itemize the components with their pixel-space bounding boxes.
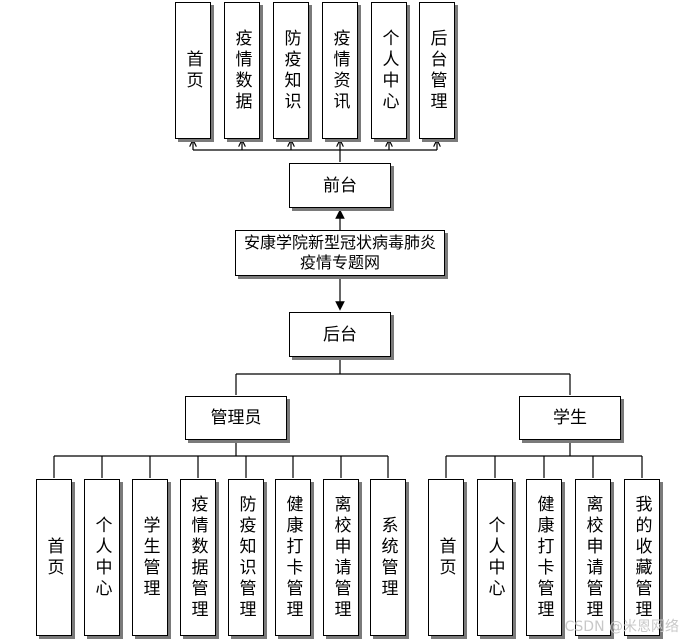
student-item-5: 我的收藏管理 — [624, 479, 660, 636]
admin-item-1: 首页 — [36, 479, 72, 636]
center-title-box: 安康学院新型冠状病毒肺炎疫情专题网 — [235, 230, 445, 276]
admin-item-4: 疫情数据管理 — [180, 479, 216, 636]
admin-item-3: 学生管理 — [132, 479, 168, 636]
student-item-1: 首页 — [428, 479, 464, 636]
student-item-3: 健康打卡管理 — [526, 479, 562, 636]
watermark: CSDN @米恩网络 — [564, 619, 679, 635]
admin-item-2: 个人中心 — [84, 479, 120, 636]
front-box: 前台 — [289, 163, 391, 208]
front-item-3: 防疫知识 — [273, 2, 309, 139]
back-box: 后台 — [289, 312, 391, 357]
front-item-4: 疫情资讯 — [322, 2, 358, 139]
student-box: 学生 — [519, 396, 621, 440]
student-item-4: 离校申请管理 — [575, 479, 611, 636]
front-item-5: 个人中心 — [371, 2, 407, 139]
admin-item-8: 系统管理 — [370, 479, 406, 636]
admin-item-5: 防疫知识管理 — [228, 479, 264, 636]
front-item-2: 疫情数据 — [224, 2, 260, 139]
front-item-1: 首页 — [175, 2, 211, 139]
admin-box: 管理员 — [185, 396, 287, 440]
front-item-6: 后台管理 — [419, 2, 455, 139]
admin-item-7: 离校申请管理 — [323, 479, 359, 636]
admin-item-6: 健康打卡管理 — [275, 479, 311, 636]
student-item-2: 个人中心 — [477, 479, 513, 636]
